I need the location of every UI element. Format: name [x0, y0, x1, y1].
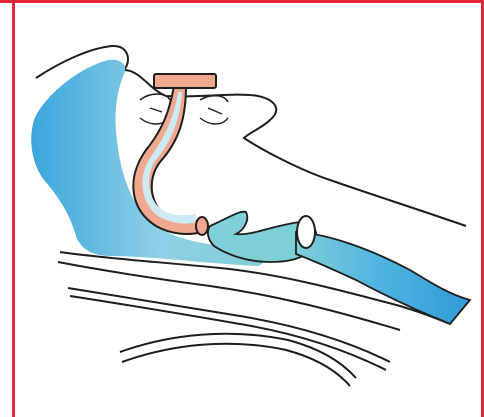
spine-line-3	[120, 334, 356, 378]
trachea	[296, 232, 470, 324]
oral-airway-tip	[196, 217, 208, 235]
oral-airway-device	[133, 86, 202, 234]
oral-airway-flange	[154, 74, 216, 88]
tracheal-ring	[297, 216, 315, 248]
